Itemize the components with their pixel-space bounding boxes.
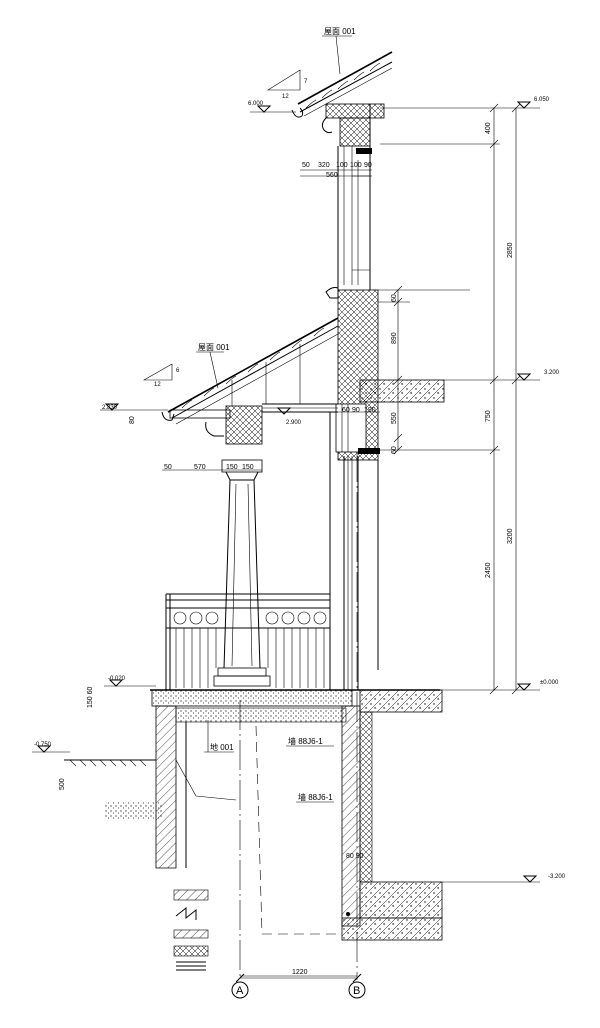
ground-slab bbox=[64, 689, 443, 941]
middle-wall bbox=[325, 287, 445, 461]
slope-upper-run: 12 bbox=[282, 94, 289, 100]
dim-60-wall: 60 bbox=[342, 407, 350, 414]
column bbox=[213, 459, 271, 687]
level-2900: 2.900 bbox=[286, 420, 302, 426]
dim-100: 100 bbox=[336, 162, 348, 169]
level-3200: 3.200 bbox=[544, 370, 560, 376]
level-markers bbox=[32, 101, 538, 883]
dim-570: 570 bbox=[194, 464, 206, 471]
dim-320: 320 bbox=[318, 162, 330, 169]
dim-560: 560 bbox=[326, 172, 338, 179]
dim-150-b: 150 bbox=[242, 464, 254, 471]
dim-550: 550 bbox=[391, 412, 398, 424]
label-roof-upper: 屋面 001 bbox=[324, 27, 356, 36]
label-wall-1: 墙 88J6-1 bbox=[288, 736, 323, 746]
label-wall-2: 墙 88J6-1 bbox=[298, 792, 333, 802]
leaders bbox=[196, 35, 352, 803]
upper-roof bbox=[291, 51, 393, 160]
dim-80: 80 bbox=[129, 416, 136, 424]
dim-190: 190 bbox=[364, 407, 376, 414]
dim-750: 750 bbox=[485, 410, 492, 422]
level-6050: 6.050 bbox=[534, 97, 550, 103]
material-legend bbox=[173, 889, 209, 971]
upper-roof-tiles bbox=[305, 62, 381, 109]
dim-90: 90 bbox=[364, 162, 372, 169]
dim-500: 500 bbox=[59, 778, 66, 790]
label-roof-lower: 屋面 001 bbox=[198, 343, 230, 352]
dim-90-wall: 90 bbox=[352, 407, 360, 414]
dim-60-upper: 60 bbox=[391, 294, 398, 302]
dim-60-lower: 60 bbox=[391, 446, 398, 454]
dim-50-lower: 50 bbox=[164, 464, 172, 471]
balustrade-bars bbox=[175, 628, 325, 688]
label-floor: 地 001 bbox=[210, 742, 234, 752]
level-m020: -0.020 bbox=[108, 676, 126, 682]
slope-lower-rise: 6 bbox=[176, 368, 180, 374]
dim-2850: 2850 bbox=[507, 242, 514, 258]
dim-890: 890 bbox=[391, 332, 398, 344]
lower-roof bbox=[161, 317, 339, 452]
level-m3200: -3.200 bbox=[548, 874, 566, 880]
lower-wall bbox=[329, 452, 379, 690]
axis-b-label: B bbox=[353, 985, 360, 997]
dim-400: 400 bbox=[485, 122, 492, 134]
lower-roof-tiles bbox=[181, 327, 325, 409]
dim-1220: 1220 bbox=[292, 969, 308, 976]
balustrade bbox=[165, 593, 330, 690]
slope-upper-rise: 7 bbox=[304, 79, 308, 85]
dim-3200: 3200 bbox=[507, 528, 514, 544]
axis-lines bbox=[231, 452, 366, 999]
dim-100b: 100 bbox=[350, 162, 362, 169]
level-6000: 6.000 bbox=[248, 101, 264, 107]
level-m750: -0.750 bbox=[34, 742, 52, 748]
upper-wall-window bbox=[337, 146, 371, 290]
dim-2450: 2450 bbox=[485, 562, 492, 578]
dim-50-upper: 50 bbox=[302, 162, 310, 169]
axis-a-label: A bbox=[236, 985, 244, 997]
horizontal-dimensions bbox=[162, 169, 380, 977]
right-dimensions bbox=[378, 103, 540, 883]
balustrade-circles bbox=[173, 611, 327, 625]
level-0000: ±0.000 bbox=[540, 680, 559, 686]
dim-150-a: 150 bbox=[226, 464, 238, 471]
slope-lower-run: 12 bbox=[154, 382, 161, 388]
dim-150-60: 150 60 bbox=[87, 686, 94, 708]
level-2830: 2.830 bbox=[102, 405, 118, 411]
slope-marks bbox=[142, 69, 301, 381]
dim-80-90: 80 90 bbox=[346, 853, 364, 860]
